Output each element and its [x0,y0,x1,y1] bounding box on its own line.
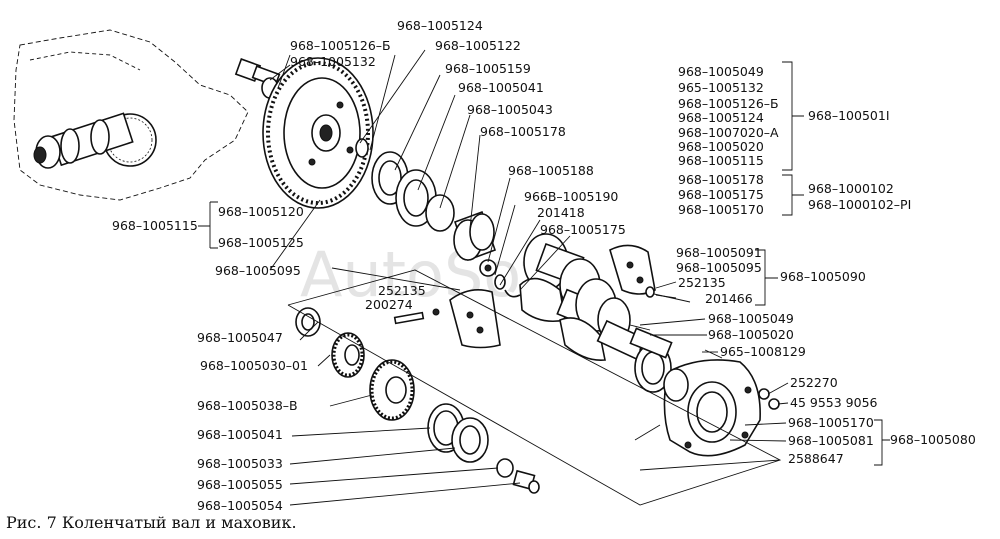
label-966b: 966В–1005190 [524,189,618,204]
engine-block-drawing [13,29,249,201]
counterweight-sector [449,289,521,349]
label-1005159: 968–1005159 [445,61,531,76]
part-labels: 968–1005124 968–1005126–Б 968–1005122 96… [112,18,976,513]
small-parts [393,259,506,325]
label-1005043: 968–1005043 [467,102,553,117]
group-102-item-3: 968–1005170 [678,202,764,217]
label-1005132: 968–1005132 [290,54,376,69]
label-1005038: 968–1005038–В [197,398,298,413]
label-1005090: 968–1005090 [780,269,866,284]
flywheel-ring-gear [262,57,374,209]
label-252270: 252270 [790,375,838,390]
label-1005047: 968–1005047 [197,330,283,345]
label-201418: 201418 [537,205,585,220]
group-011-item-5: 968–1007020–А [678,125,779,140]
group-011-total: 968–100501I [808,108,890,123]
label-252135b: 252135 [678,275,726,290]
label-1005125: 968–1005125 [218,235,304,250]
label-1005122: 968–1005122 [435,38,521,53]
label-1005041b: 968–1005041 [197,427,283,442]
group-011-item-1: 968–1005049 [678,64,764,79]
leader-lines [198,49,890,506]
label-200274: 200274 [365,297,413,312]
label-2588647: 2588647 [788,451,844,466]
group-011-item-7: 968–1005115 [678,153,764,168]
front-gears [295,307,540,494]
label-1005041a: 968–1005041 [458,80,544,95]
bearing-housing-1005080 [629,324,780,457]
bolt-1005126 [234,58,281,99]
group-011-item-6: 968–1005020 [678,139,764,154]
group-102-total-1: 968–1000102 [808,181,894,196]
group-102-item-2: 968–1005175 [678,187,764,202]
group-011-item-2: 965–1005132 [678,80,764,95]
label-1005030: 968–1005030–01 [200,358,308,373]
figure-caption: Рис. 7 Коленчатый вал и маховик. [6,513,297,532]
label-1005049b: 968–1005049 [708,311,794,326]
label-252135a: 252135 [378,283,426,298]
label-1005081: 968–1005081 [788,433,874,448]
bearing-cap-1005091 [609,244,691,303]
label-1005095b: 968–1005095 [676,260,762,275]
group-102-total-2: 968–1000102–PI [808,197,911,212]
group-011-item-3: 968–1005126–Б [678,96,779,111]
label-1005033: 968–1005033 [197,456,283,471]
label-201466: 201466 [705,291,753,306]
group-102-item-1: 968–1005178 [678,172,764,187]
label-1005055: 968–1005055 [197,477,283,492]
label-1008129: 965–1008129 [720,344,806,359]
label-459553: 45 9553 9056 [790,395,878,410]
label-1005080: 968–1005080 [890,432,976,447]
label-1005126b: 968–1005126–Б [290,38,391,53]
bearing-rings [355,138,497,262]
label-1005124: 968–1005124 [397,18,483,33]
crankshaft [519,233,657,364]
label-1005020b: 968–1005020 [708,327,794,342]
label-1005054: 968–1005054 [197,498,283,513]
label-1005091: 968–1005091 [676,245,762,260]
label-1005175: 968–1005175 [540,222,626,237]
group-011-item-4: 968–1005124 [678,110,764,125]
label-1005178: 968–1005178 [480,124,566,139]
label-1005170b: 968–1005170 [788,415,874,430]
label-1005115: 968–1005115 [112,218,198,233]
label-1005120: 968–1005120 [218,204,304,219]
label-1005095a: 968–1005095 [215,263,301,278]
label-1005188: 968–1005188 [508,163,594,178]
